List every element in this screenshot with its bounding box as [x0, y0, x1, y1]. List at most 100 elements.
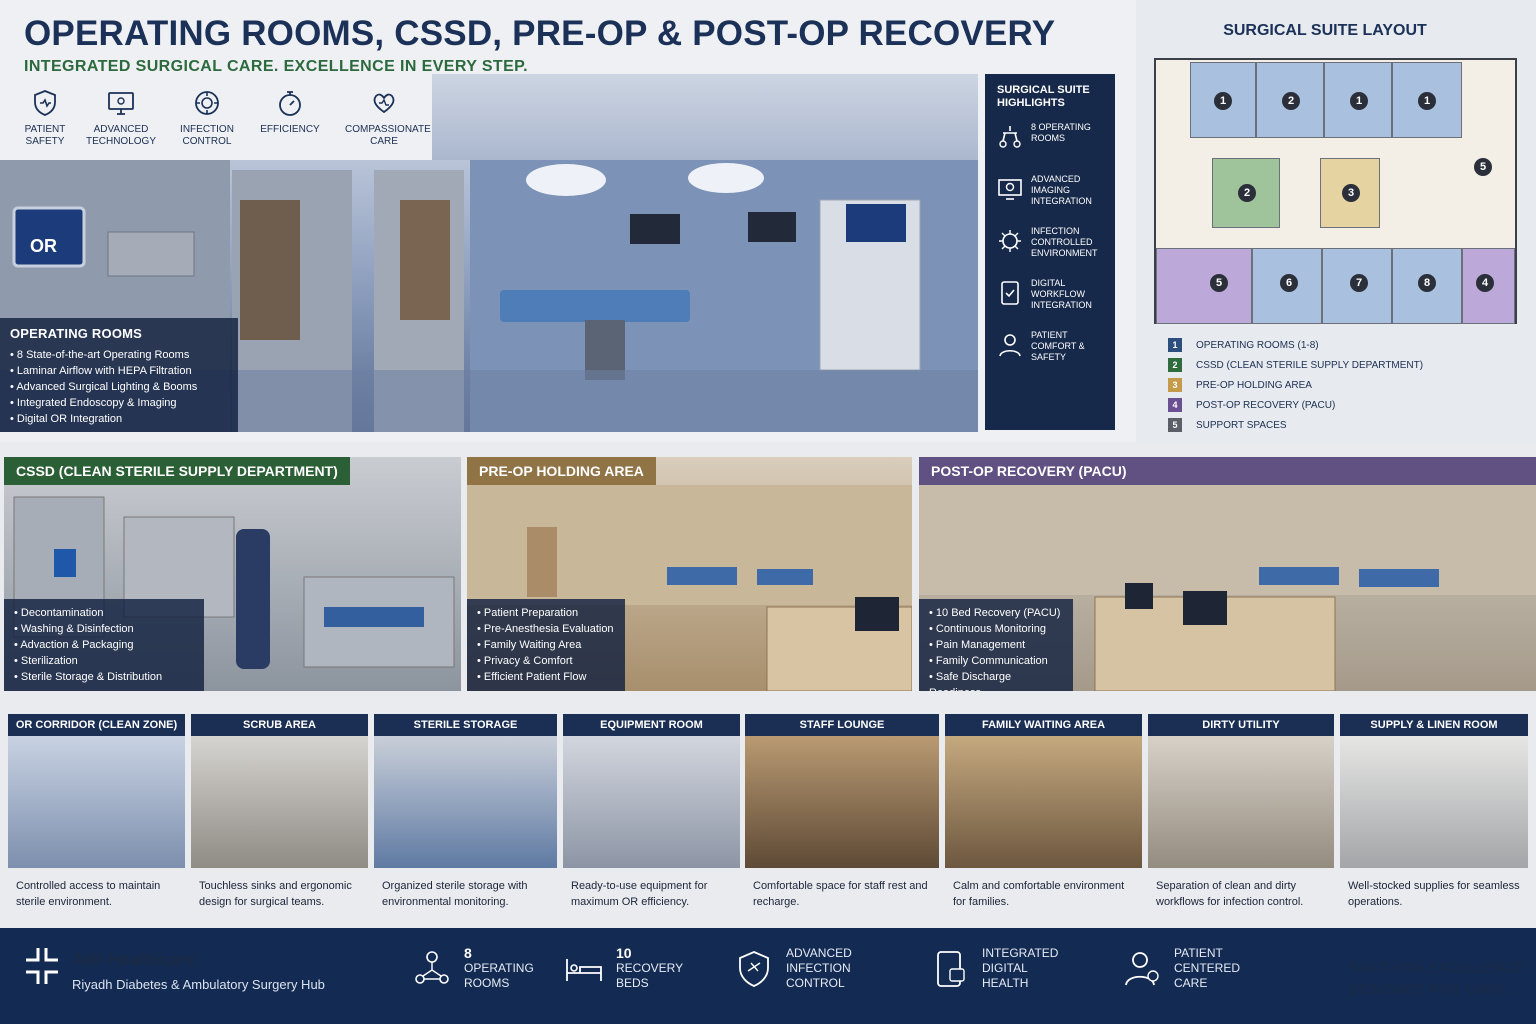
space-title: SCRUB AREA — [191, 714, 368, 736]
highlight-item: 8 OPERATING ROOMS — [997, 122, 1103, 174]
footer-stat-value: ADVANCED — [786, 946, 852, 960]
plan-room-pacu — [1156, 248, 1252, 324]
plan-number: 1 — [1418, 92, 1436, 110]
layout-title: SURGICAL SUITE LAYOUT — [1223, 22, 1427, 39]
value-efficiency: EFFICIENCY — [251, 88, 329, 136]
space-description: Organized sterile storage with environme… — [382, 880, 528, 908]
highlight-item: DIGITAL WORKFLOW INTEGRATION — [997, 278, 1103, 330]
door-screen-label: OR — [30, 236, 57, 256]
space-description: Well-stocked supplies for seamless opera… — [1348, 880, 1520, 908]
legend-swatch: 5 — [1168, 418, 1182, 432]
plan-room-or — [1256, 62, 1324, 138]
list-item: Pre-Anesthesia Evaluation — [477, 621, 615, 637]
list-item: Safe Discharge Readiness — [929, 669, 1063, 691]
legend-swatch: 3 — [1168, 378, 1182, 392]
patient-care-icon — [1125, 951, 1159, 985]
space-photo — [563, 736, 740, 868]
plan-number: 4 — [1476, 274, 1494, 292]
space-title: EQUIPMENT ROOM — [563, 714, 740, 736]
plan-number: 2 — [1238, 184, 1256, 202]
list-item: Washing & Disinfection — [14, 621, 194, 637]
operating-room-photo: OR OPERATING ROOMS 8 State-of-the-art Op… — [0, 160, 978, 432]
footer-stat-line: CENTERED — [1174, 961, 1241, 975]
footer-stat-value: 8 — [464, 945, 472, 961]
footer-stat-value: PATIENT — [1174, 946, 1223, 960]
shield-heart-icon — [34, 90, 56, 116]
list-item: Family Communication — [929, 653, 1063, 669]
space-description: Separation of clean and dirty workflows … — [1156, 880, 1304, 908]
space-title: STERILE STORAGE — [374, 714, 557, 736]
plan-number: 5 — [1210, 274, 1228, 292]
list-item: Digital OR Integration — [10, 411, 228, 427]
space-description: Calm and comfortable environment for fam… — [953, 880, 1125, 908]
shield-icon — [739, 950, 769, 987]
tagline-line: DESIGNED FOR CARE. — [1350, 981, 1509, 997]
plan-number: 5 — [1474, 158, 1492, 176]
space-title: OR CORRIDOR (CLEAN ZONE) — [8, 714, 185, 736]
space-description: Touchless sinks and ergonomic design for… — [199, 880, 352, 908]
value-label: COMPASSIONATE CARE — [345, 124, 431, 147]
space-title: STAFF LOUNGE — [745, 714, 939, 736]
footer-bar — [0, 928, 1536, 1024]
preop-section: PRE-OP HOLDING AREA Patient Preparation … — [467, 457, 912, 691]
footer-stat-line: INFECTION — [786, 961, 851, 975]
footer-stat-line: CARE — [1174, 976, 1208, 990]
pacu-section: POST-OP RECOVERY (PACU) 10 Bed Recovery … — [919, 457, 1536, 691]
space-card-staff-lounge: STAFF LOUNGE Comfortable space for staff… — [745, 714, 939, 924]
footer-stat-line: DIGITAL — [982, 961, 1028, 975]
ami-logo-icon — [26, 948, 58, 984]
list-item: Advanced Surgical Lighting & Booms — [10, 379, 228, 395]
space-photo — [8, 736, 185, 868]
space-description: Ready-to-use equipment for maximum OR ef… — [571, 880, 708, 908]
cssd-section: CSSD (CLEAN STERILE SUPPLY DEPARTMENT) D… — [4, 457, 461, 691]
value-label: INFECTION CONTROL — [180, 124, 234, 147]
value-label: EFFICIENCY — [260, 124, 320, 135]
list-item: Decontamination — [14, 605, 194, 621]
list-item: Integrated Endoscopy & Imaging — [10, 395, 228, 411]
value-patient-safety: PATIENT SAFETY — [6, 88, 84, 148]
footer-stat-line: HEALTH — [982, 976, 1029, 990]
brand-name: AMI Healthcare — [72, 950, 195, 969]
list-item: Continuous Monitoring — [929, 621, 1063, 637]
list-item: Efficient Patient Flow — [477, 669, 615, 685]
space-card-dirty-utility: DIRTY UTILITY Separation of clean and di… — [1148, 714, 1334, 924]
highlights-heading: SURGICAL SUITE HIGHLIGHTS — [997, 84, 1090, 109]
plan-number: 2 — [1282, 92, 1300, 110]
space-photo — [1148, 736, 1334, 868]
highlight-item: INFECTION CONTROLLED ENVIRONMENT — [997, 226, 1103, 278]
plan-number: 7 — [1350, 274, 1368, 292]
patient-icon — [999, 334, 1021, 357]
space-card-equipment-room: EQUIPMENT ROOM Ready-to-use equipment fo… — [563, 714, 740, 924]
space-card-supply-linen-room: SUPPLY & LINEN ROOM Well-stocked supplie… — [1340, 714, 1528, 924]
page-title: OPERATING ROOMS, CSSD, PRE-OP & POST-OP … — [24, 14, 1056, 53]
list-item: Advaction & Packaging — [14, 637, 194, 653]
tagline-line: BUILT FOR EXCELLENCE. — [1350, 959, 1529, 975]
list-item: Family Waiting Area — [477, 637, 615, 653]
plan-number: 3 — [1342, 184, 1360, 202]
brand-subtitle: Riyadh Diabetes & Ambulatory Surgery Hub — [72, 977, 325, 992]
plan-number: 8 — [1418, 274, 1436, 292]
surgical-suite-highlights: SURGICAL SUITE HIGHLIGHTS 8 OPERATING RO… — [985, 74, 1115, 430]
legend-swatch: 2 — [1168, 358, 1182, 372]
floor-plan: 1 2 1 1 2 3 5 5 6 7 8 4 — [1154, 58, 1517, 324]
list-item: Patient Preparation — [477, 605, 615, 621]
space-card-family-waiting-area: FAMILY WAITING AREA Calm and comfortable… — [945, 714, 1142, 924]
value-label: PATIENT SAFETY — [24, 124, 66, 147]
legend-swatch: 4 — [1168, 398, 1182, 412]
footer-stat-value: INTEGRATED — [982, 946, 1059, 960]
footer-stat-line: CONTROL — [786, 976, 845, 990]
section-caption: 10 Bed Recovery (PACU) Continuous Monito… — [919, 599, 1073, 691]
legend-label: PRE-OP HOLDING AREA — [1196, 379, 1312, 391]
value-infection-control: INFECTION CONTROL — [168, 88, 246, 148]
surgical-light-icon — [999, 126, 1021, 148]
section-caption: Decontamination Washing & Disinfection A… — [4, 599, 204, 691]
plan-number: 6 — [1280, 274, 1298, 292]
highlight-label: 8 OPERATING ROOMS — [1031, 122, 1091, 143]
highlight-label: INFECTION CONTROLLED ENVIRONMENT — [1031, 226, 1098, 258]
